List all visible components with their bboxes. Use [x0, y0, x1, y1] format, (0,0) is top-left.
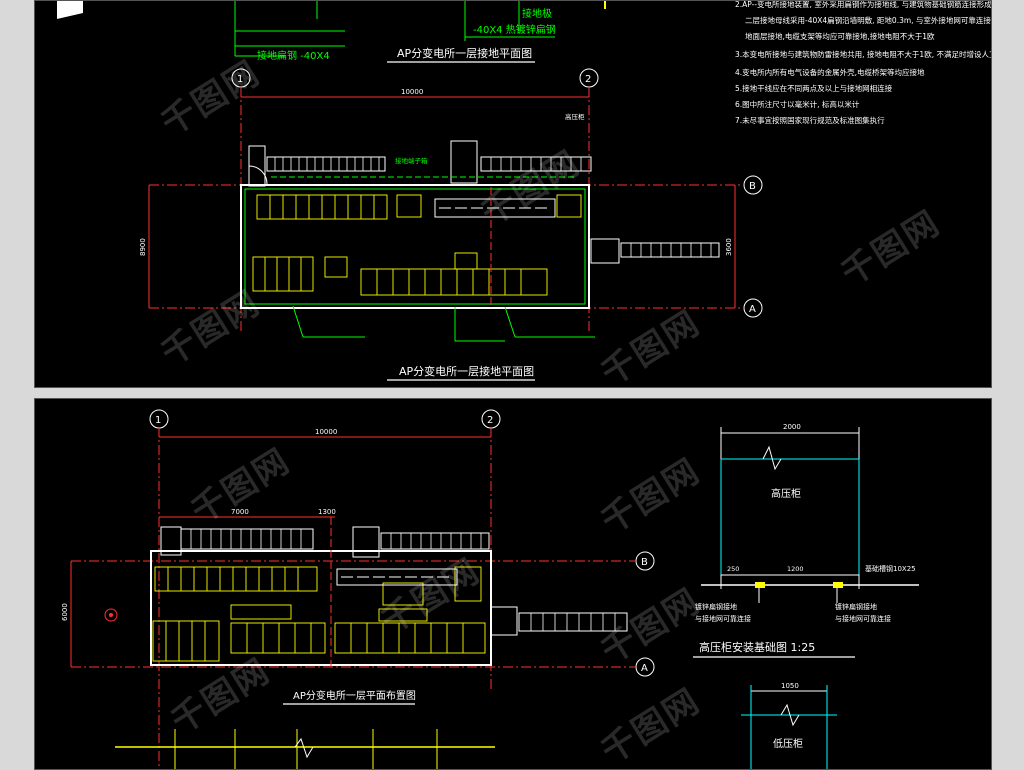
north-arrow-fragment [57, 1, 83, 19]
sheet-title-bottom: AP分变电所一层接地平面图 [399, 364, 534, 378]
dimension-left: 8900 [139, 238, 147, 256]
detail2-width: 1050 [781, 682, 799, 690]
axis-label: 2 [487, 415, 493, 426]
door-right [590, 238, 620, 264]
leader-line [292, 305, 304, 338]
dimension-top: 10000 [401, 88, 423, 96]
trench-hatch-left [274, 157, 380, 171]
switchgear-row-lower [152, 604, 486, 662]
design-notes: 2.AP--变电所接地装置, 室外采用扁钢作为接地线, 与建筑物基础钢筋连接形成… [735, 1, 991, 125]
axis-label: A [641, 663, 648, 674]
section-marker-dot [109, 613, 113, 617]
stair-treads [630, 243, 712, 257]
label-grid: -40X4 热镀锌扁钢 [473, 23, 556, 36]
detail1-width: 2000 [783, 423, 801, 431]
leader-line [504, 306, 516, 338]
busbar-duct [434, 198, 556, 218]
note-line: 6.图中所注尺寸以毫米计, 标高以米计 [735, 99, 860, 109]
dimension-right: 3600 [725, 238, 733, 256]
axis-label: B [749, 181, 756, 192]
axis-label: 1 [155, 415, 161, 426]
dimension-sub-left: 7000 [231, 508, 249, 516]
plan-title: AP分变电所一层平面布置图 [293, 689, 416, 702]
room-label: 高压柜 [565, 112, 585, 121]
cable-trench-right [480, 156, 592, 172]
detail1-cabinet: 高压柜 [771, 487, 801, 500]
note-line: 5.接地干线应在不同两点及以上与接地网相连接 [735, 83, 893, 93]
detail1-label-right2: 与接地网可靠连接 [835, 614, 891, 623]
section-marker [104, 608, 118, 622]
break-symbol [294, 737, 314, 759]
note-line: 3.本变电所接地与建筑物防雷接地共用, 接地电阻不大于1欧, 不满足时增设人工接… [735, 49, 991, 59]
door-swing [248, 165, 268, 185]
detail1-channel [720, 574, 860, 586]
trench-hatch-left [190, 529, 302, 549]
detail1-label-left2: 与接地网可靠连接 [695, 614, 751, 623]
sheet-title-top: AP分变电所一层接地平面图 [397, 46, 532, 60]
break-symbol [780, 703, 800, 727]
top-cad-drawing: 接地扁钢 -40X4 -40X4 热镀锌扁钢 接地极 AP分变电所一层接地平面图… [57, 1, 991, 381]
top-drawing-sheet: 接地扁钢 -40X4 -40X4 热镀锌扁钢 接地极 AP分变电所一层接地平面图… [34, 0, 992, 388]
note-line: 地面层接地,电缆支架等均应可靠接地,接地电阻不大于1欧 [745, 31, 935, 41]
dimension-sub-mid: 1300 [318, 508, 336, 516]
trench-hatch-right [490, 157, 582, 171]
cable-trench-right [380, 532, 490, 550]
door-right [490, 606, 518, 636]
detail1-label-left1: 镀锌扁钢接地 [695, 602, 737, 611]
axis-label: 2 [585, 74, 591, 85]
stair-treads [530, 613, 616, 631]
door-middle [352, 526, 380, 558]
note-line: 二层接地母线采用-40X4扁钢沿墙明敷, 距地0.3m, 与室外接地网可靠连接 [745, 15, 991, 25]
transformer-cabinets [396, 194, 582, 218]
room-outline [240, 184, 590, 309]
busbar-duct [336, 568, 458, 586]
external-stair [620, 242, 720, 258]
break-symbol [762, 445, 782, 471]
detail1-side-dim: 250 [727, 565, 739, 573]
axis-label: B [641, 557, 648, 568]
grounding-ring [244, 188, 586, 305]
detail1-anchor [833, 582, 843, 588]
room-outline [150, 550, 492, 666]
detail1-label-right1: 镀锌扁钢接地 [835, 602, 877, 611]
switchgear-row-lower [252, 252, 548, 296]
bottom-cad-drawing: 1 2 B A 10000 7000 1300 6000 [61, 409, 919, 769]
switchgear-row-upper [256, 194, 388, 220]
detail1-note-right: 基础槽钢10X25 [865, 564, 916, 573]
note-line: 4.变电所内所有电气设备的金属外壳,电缆桥架等均应接地 [735, 67, 925, 77]
trench-hatch-right [390, 533, 482, 549]
label-equip: 接地端子箱 [395, 156, 428, 165]
door-middle [450, 140, 478, 184]
axis-label: 1 [237, 74, 243, 85]
note-line: 2.AP--变电所接地装置, 室外采用扁钢作为接地线, 与建筑物基础钢筋连接形成… [735, 1, 991, 9]
label-fence: 接地扁钢 -40X4 [257, 49, 330, 62]
label-earth: 接地极 [522, 7, 552, 20]
detail1-title: 高压柜安装基础图 1:25 [699, 640, 815, 654]
switchgear-row-upper [154, 566, 482, 606]
external-stair [518, 612, 628, 632]
dimension-left: 6000 [61, 603, 69, 621]
dimension-top: 10000 [315, 428, 337, 436]
detail1-inner-dim: 1200 [787, 565, 804, 573]
bottom-drawing-sheet: 1 2 B A 10000 7000 1300 6000 [34, 398, 992, 770]
detail2-cabinet: 低压柜 [773, 737, 803, 750]
cable-trench-left [266, 156, 386, 172]
door-left [160, 526, 182, 556]
detail1-anchor [755, 582, 765, 588]
axis-label: A [749, 304, 756, 315]
riser-feeders [174, 729, 438, 769]
note-line: 7.未尽事宜按照国家现行规范及标准图集执行 [735, 115, 885, 125]
